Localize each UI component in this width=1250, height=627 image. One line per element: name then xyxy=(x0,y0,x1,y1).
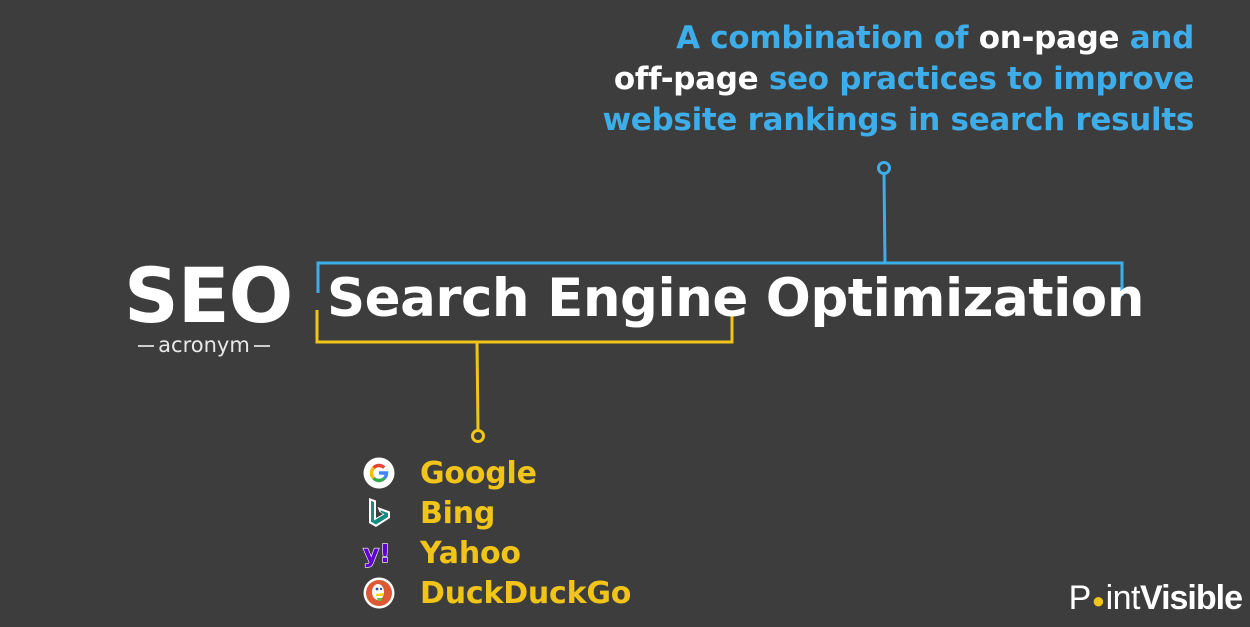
logo-o-yellow: ● xyxy=(1091,588,1105,613)
full-name-optimization: Optimization xyxy=(765,268,1145,329)
list-item-duckduckgo: DuckDuckGo xyxy=(362,573,631,613)
engine-name: Yahoo xyxy=(420,535,521,571)
definition-line-3: website rankings in search results xyxy=(574,100,1194,141)
dash-right xyxy=(253,345,270,347)
definition-text: A combination of on-page and off-page se… xyxy=(574,18,1194,141)
full-name: Search Engine Optimization xyxy=(327,264,1144,334)
engine-name: DuckDuckGo xyxy=(420,575,632,611)
definition-segment: A combination of xyxy=(676,20,979,56)
duckduckgo-icon xyxy=(362,576,396,610)
list-item-google: Google xyxy=(362,453,631,493)
definition-line-1: A combination of on-page and xyxy=(574,18,1194,59)
yahoo-icon: y! xyxy=(362,536,396,570)
list-item-yahoo: y! Yahoo xyxy=(362,533,631,573)
blue-bracket xyxy=(316,161,1124,296)
acronym-subtitle: acronym xyxy=(128,332,280,358)
bing-icon xyxy=(362,496,396,530)
list-item-bing: Bing xyxy=(362,493,631,533)
definition-segment: website rankings in search results xyxy=(602,102,1194,138)
logo-p: P xyxy=(1068,579,1092,617)
definition-segment: and xyxy=(1119,20,1195,56)
yellow-bracket xyxy=(315,310,734,443)
logo-visible: Visible xyxy=(1140,579,1243,617)
dash-left xyxy=(138,345,155,347)
acronym-subtitle-text: acronym xyxy=(158,333,250,357)
definition-segment: seo practices to improve xyxy=(758,61,1194,97)
engine-name: Google xyxy=(420,455,537,491)
definition-highlight-off-page: off-page xyxy=(613,61,759,97)
full-name-search-engine: Search Engine xyxy=(327,268,748,329)
definition-line-2: off-page seo practices to improve xyxy=(574,59,1194,100)
google-icon xyxy=(362,456,396,490)
svg-text:y!: y! xyxy=(363,539,391,568)
engine-name: Bing xyxy=(420,495,496,531)
definition-highlight-on-page: on-page xyxy=(978,20,1120,56)
logo-int: int xyxy=(1105,579,1141,617)
acronym-title: SEO xyxy=(124,251,293,340)
pointvisible-logo: P●intVisible xyxy=(1068,578,1243,621)
search-engine-list: Google Bing y! Yahoo xyxy=(362,453,631,613)
